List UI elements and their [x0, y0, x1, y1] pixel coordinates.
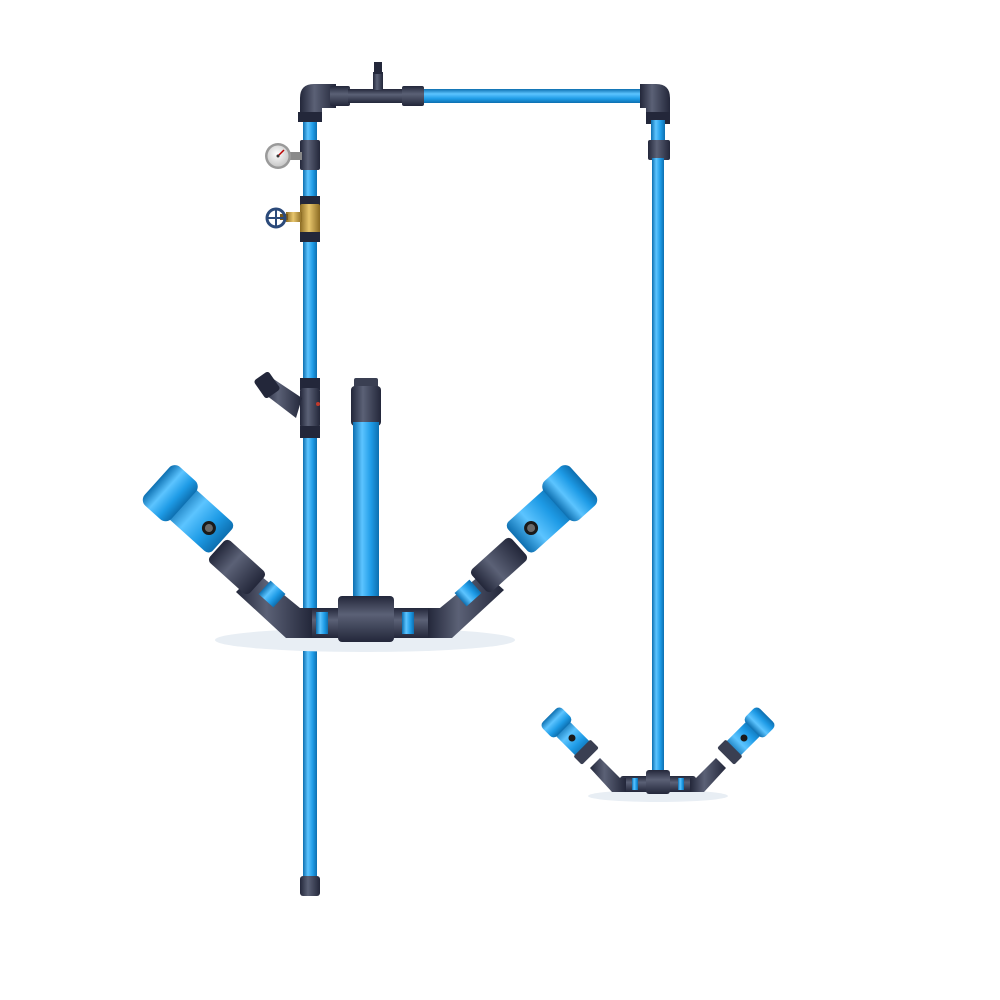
gate-valve — [265, 196, 320, 242]
large-tee-manifold — [142, 378, 598, 652]
large-riser — [351, 378, 381, 600]
right-vertical-pipe — [648, 120, 670, 778]
pressure-gauge — [265, 140, 320, 170]
top-right-elbow — [640, 84, 670, 124]
venturi-injector — [330, 62, 424, 106]
left-vertical-pipe — [300, 100, 320, 896]
small-right-arm — [690, 707, 775, 792]
small-left-arm — [541, 707, 626, 792]
small-tee-manifold — [541, 707, 775, 802]
y-strainer — [254, 372, 320, 438]
valve-handle-icon — [265, 207, 287, 229]
top-left-elbow — [298, 84, 336, 122]
large-right-arm — [428, 465, 598, 638]
large-left-arm — [142, 465, 312, 638]
